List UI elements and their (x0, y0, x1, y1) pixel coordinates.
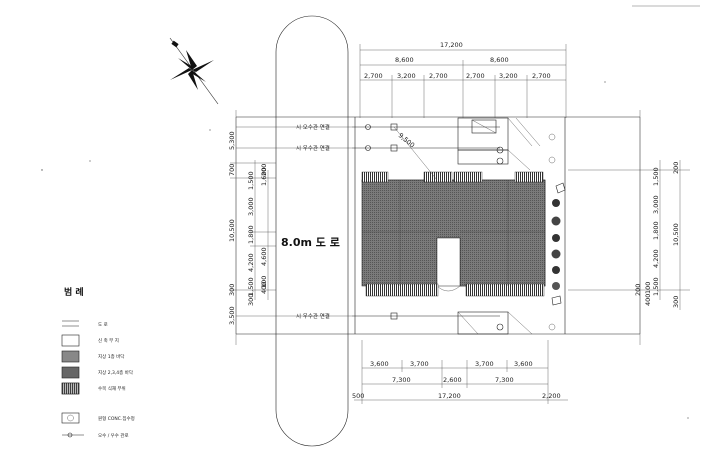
road: 8.0m 도 로 (275, 15, 349, 447)
bottom-dim-r1-1: 3,600 (370, 360, 389, 368)
utility-boxes (457, 117, 541, 335)
scan-specks (41, 5, 700, 419)
pipe-label-sewer: 시 오수관 연결 (296, 123, 330, 131)
left-dim-inner-10: 100 (260, 276, 268, 288)
top-dim-overall: 17,200 (440, 41, 463, 49)
bottom-dim-r1-2: 3,700 (410, 360, 429, 368)
legend-item-site: 신 축 부 지 (98, 337, 119, 344)
bottom-dim-r1-4: 3,600 (514, 360, 533, 368)
left-dim-outer-2: 700 (228, 164, 236, 176)
north-arrow-icon (169, 37, 219, 105)
legend-item-1f: 지상 1층 바닥 (98, 353, 124, 360)
top-dimensions: 17,200 8,600 8,600 2,700 3,200 2,700 2,7… (359, 41, 567, 118)
left-dim-inner-6: 1,600 (260, 167, 268, 186)
bottom-dimensions: 3,600 3,700 3,700 3,600 7,300 2,600 7,30… (352, 340, 568, 404)
legend-item-catch-basin: 원형 CONC.집수정 (98, 415, 135, 422)
legend-title: 범 례 (64, 286, 84, 298)
top-dim-seg-4: 2,700 (466, 72, 485, 80)
left-dim-inner-4: 4,200 (247, 253, 255, 272)
top-dim-seg-2: 3,200 (397, 72, 416, 80)
pipe-label-storm-top: 시 우수관 연결 (296, 144, 330, 152)
left-dim-inner-3: 1,800 (247, 225, 255, 244)
left-dim-outer-3: 10,500 (228, 219, 236, 242)
left-dim-inner-1: 1,500 (247, 171, 255, 190)
right-dim-inner-7: 400 (644, 294, 652, 306)
right-dim-inner-4: 4,200 (652, 249, 660, 268)
diagonal-dimension: 9,500 (397, 131, 416, 149)
top-dim-half-left: 8,600 (395, 56, 414, 64)
left-dim-inner-7: 300 (247, 294, 255, 306)
bottom-dim-r1-3: 3,700 (475, 360, 494, 368)
right-dim-inner-6: 200 (634, 284, 642, 296)
legend: 범 례 도 로 신 축 부 지 지상 1층 바닥 지상 2,3,4층 바닥 수목… (61, 286, 135, 439)
bottom-dim-r3-left: 500 (352, 392, 364, 400)
right-dim-outer-1: 200 (672, 162, 680, 174)
right-dim-inner-3: 1,800 (652, 221, 660, 240)
right-dim-outer-3: 300 (672, 296, 680, 308)
top-dim-half-right: 8,600 (490, 56, 509, 64)
left-dim-outer-1: 5,300 (228, 131, 236, 150)
pipe-lines: 시 오수관 연결 시 우수관 연결 시 우수관 연결 9,500 (236, 123, 500, 320)
left-dim-inner-8: 200 (260, 164, 268, 176)
left-dim-inner-5: 1,500 (247, 277, 255, 296)
left-dimensions: 5,300 700 10,500 300 3,500 1,500 3,000 1… (228, 117, 276, 334)
bottom-dim-r3-mid: 17,200 (438, 392, 461, 400)
building-footprint (361, 171, 546, 297)
right-dim-inner-5: 1,500 (652, 277, 660, 296)
top-dim-seg-5: 3,200 (499, 72, 518, 80)
left-dim-inner-2: 3,000 (247, 197, 255, 216)
left-dim-outer-5: 3,500 (228, 306, 236, 325)
legend-item-tree: 수목 식재 부위 (98, 385, 126, 392)
right-dim-inner-2: 3,000 (652, 195, 660, 214)
legend-item-pipe: 오수 / 우수 관로 (98, 432, 129, 439)
bottom-dim-r2-2: 2,600 (443, 376, 462, 384)
left-dim-outer-4: 300 (228, 284, 236, 296)
right-dim-outer-2: 10,500 (672, 223, 680, 246)
top-dim-seg-3: 2,700 (429, 72, 448, 80)
bottom-dim-r2-1: 7,300 (392, 376, 411, 384)
pipe-label-storm-bottom: 시 우수관 연결 (296, 312, 330, 320)
bottom-dim-r2-3: 7,300 (495, 376, 514, 384)
legend-item-road: 도 로 (98, 322, 108, 328)
right-dimensions: 200 10,500 300 1,500 3,000 1,800 4,200 1… (568, 117, 690, 334)
tree-planting (551, 182, 566, 306)
circle-markers (548, 133, 556, 331)
left-dim-inner-9: 400 (260, 282, 268, 294)
right-dim-inner-8: 100 (644, 282, 652, 294)
road-label: 8.0m 도 로 (281, 236, 340, 249)
top-dim-seg-1: 2,700 (364, 72, 383, 80)
bottom-dim-r3-right: 2,200 (542, 392, 561, 400)
top-dim-seg-6: 2,700 (532, 72, 551, 80)
right-dim-inner-1: 1,500 (652, 167, 660, 186)
left-dim-inner2-1: 4,600 (260, 247, 268, 266)
legend-item-234f: 지상 2,3,4층 바닥 (98, 369, 133, 376)
